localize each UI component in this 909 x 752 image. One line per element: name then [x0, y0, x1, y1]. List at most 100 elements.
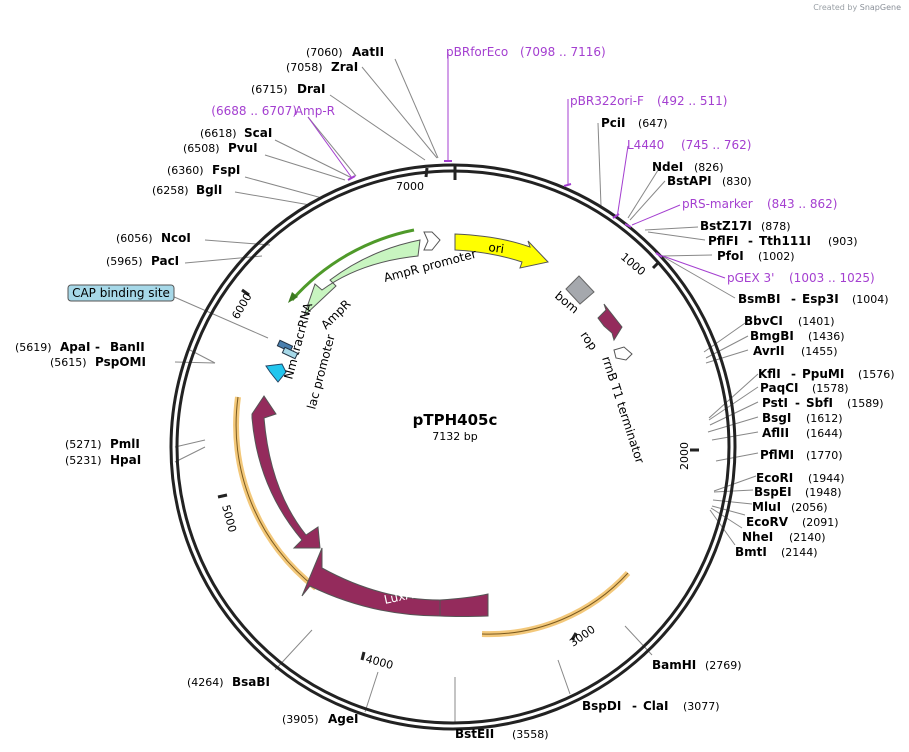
terminator-arc-bottom: [481, 570, 631, 638]
enzyme-position: (5965): [106, 255, 143, 268]
enzyme-name[interactable]: BstEII: [455, 727, 494, 741]
enzyme-name[interactable]: EcoRV: [746, 515, 789, 529]
enzyme-name[interactable]: Tth111I: [759, 234, 811, 248]
enzyme-position: (3905): [282, 713, 319, 726]
enzyme-separator: -: [795, 396, 800, 410]
ori-arrow[interactable]: [454, 233, 549, 269]
enzyme-name[interactable]: ClaI: [643, 699, 668, 713]
enzyme-name[interactable]: BspDI: [582, 699, 621, 713]
enzyme-position: (1948): [805, 486, 842, 499]
enzyme-labels-left: (7060) AatII (7058) ZraI (6715) DraI (66…: [15, 45, 384, 726]
enzyme-name[interactable]: EcoRI: [756, 471, 793, 485]
enzyme-name[interactable]: PfoI: [717, 249, 744, 263]
tick-label: 4000: [364, 652, 394, 672]
enzyme-name[interactable]: PflFI: [708, 234, 738, 248]
plasmid-length: 7132 bp: [432, 430, 477, 443]
enzyme-name[interactable]: NheI: [742, 530, 773, 544]
enzyme-name[interactable]: BbvCI: [744, 314, 783, 328]
enzyme-separator: -: [791, 367, 796, 381]
enzyme-name[interactable]: ApaI: [60, 340, 90, 354]
enzyme-name[interactable]: BsgI: [762, 411, 791, 425]
enzyme-position: (2056): [791, 501, 828, 514]
primer-range: (492 .. 511): [657, 94, 727, 108]
enzyme-name[interactable]: BsaBI: [232, 675, 270, 689]
enzyme-position: (830): [722, 175, 752, 188]
enzyme-name[interactable]: PmlI: [110, 437, 140, 451]
enzyme-name[interactable]: AatII: [352, 45, 384, 59]
rrnb-terminator-feature[interactable]: [613, 346, 633, 361]
enzyme-name[interactable]: KflI: [758, 367, 781, 381]
enzyme-name[interactable]: BstZ17I: [700, 219, 752, 233]
bom-feature[interactable]: [565, 275, 595, 305]
ampr-label: AmpR: [318, 297, 353, 332]
primer-name[interactable]: pRS-marker: [682, 197, 753, 211]
ampr-arrow[interactable]: [303, 239, 421, 317]
enzyme-position: (1004): [852, 293, 889, 306]
terminator-arc-bottom-inner: [481, 572, 629, 635]
enzyme-position: (6056): [116, 232, 153, 245]
primer-name[interactable]: pBRforEco: [446, 45, 508, 59]
enzyme-name[interactable]: FspI: [212, 163, 240, 177]
enzyme-position: (2769): [705, 659, 742, 672]
enzyme-name[interactable]: NcoI: [161, 231, 191, 245]
enzyme-position: (2144): [781, 546, 818, 559]
enzyme-name[interactable]: PvuI: [228, 141, 258, 155]
enzyme-separator: -: [632, 699, 637, 713]
enzyme-name[interactable]: ZraI: [331, 60, 358, 74]
enzyme-separator: -: [748, 234, 753, 248]
plasmid-name: pTPH405c: [413, 411, 498, 429]
enzyme-name[interactable]: MluI: [752, 500, 781, 514]
enzyme-name[interactable]: PpuMI: [802, 367, 844, 381]
primer-name[interactable]: pGEX 3': [727, 271, 774, 285]
enzyme-name[interactable]: PstI: [762, 396, 788, 410]
primer-name[interactable]: pBR322ori-F: [570, 94, 644, 108]
enzyme-name[interactable]: ScaI: [244, 126, 272, 140]
enzyme-position: (2140): [789, 531, 826, 544]
luxb-arrow[interactable]: [251, 395, 321, 549]
enzyme-name[interactable]: AvrII: [753, 344, 785, 358]
enzyme-name[interactable]: BsmBI: [738, 292, 780, 306]
lac-promoter-feature[interactable]: [276, 339, 299, 360]
enzyme-position: (1436): [808, 330, 845, 343]
enzyme-name[interactable]: NdeI: [652, 160, 683, 174]
primer-range: (7098 .. 7116): [520, 45, 606, 59]
tick-label: 1000: [618, 250, 648, 278]
enzyme-position: (5271): [65, 438, 102, 451]
tick-label: 5000: [219, 503, 239, 533]
enzyme-name[interactable]: AflII: [762, 426, 789, 440]
enzyme-name[interactable]: PciI: [601, 116, 626, 130]
enzyme-name[interactable]: PspOMI: [95, 355, 146, 369]
enzyme-labels-right: BmtI (2144) NheI (2140) EcoRV (2091) Mlu…: [601, 116, 895, 559]
enzyme-name[interactable]: DraI: [297, 82, 325, 96]
enzyme-labels-bottom: BstEII (3558) BspDI - ClaI (3077) BamHI …: [455, 658, 742, 741]
enzyme-name[interactable]: BanII: [110, 340, 145, 354]
tick-label: 7000: [396, 180, 424, 193]
cap-binding-site-box[interactable]: [67, 284, 175, 302]
enzyme-name[interactable]: HpaI: [110, 453, 141, 467]
enzyme-name[interactable]: SbfI: [806, 396, 833, 410]
enzyme-name[interactable]: PacI: [151, 254, 179, 268]
enzyme-name[interactable]: BamHI: [652, 658, 696, 672]
ampr-promoter-arrow[interactable]: [423, 231, 441, 251]
ampr-arc-head: [288, 292, 298, 303]
primer-name[interactable]: Amp-R: [295, 104, 335, 118]
nm-tracrrna-label: Nm tracrRNA: [281, 301, 315, 381]
enzyme-name[interactable]: BspEI: [754, 485, 792, 499]
luxa-arrow[interactable]: [301, 547, 441, 617]
enzyme-name[interactable]: BglI: [196, 183, 222, 197]
primer-name[interactable]: L4440: [627, 138, 664, 152]
enzyme-position: (6715): [251, 83, 288, 96]
enzyme-separator: -: [95, 340, 100, 354]
rop-arrow[interactable]: [597, 303, 623, 342]
enzyme-name[interactable]: PaqCI: [760, 381, 798, 395]
enzyme-name[interactable]: Esp3I: [802, 292, 839, 306]
primer-range: (843 .. 862): [767, 197, 837, 211]
enzyme-name[interactable]: BmtI: [735, 545, 767, 559]
tick-label: 6000: [229, 291, 254, 322]
nm-tracrrna-feature[interactable]: [265, 363, 287, 383]
enzyme-name[interactable]: BstAPI: [667, 174, 712, 188]
enzyme-name[interactable]: PflMI: [760, 448, 794, 462]
enzyme-name[interactable]: AgeI: [328, 712, 358, 726]
enzyme-name[interactable]: BmgBI: [750, 329, 794, 343]
